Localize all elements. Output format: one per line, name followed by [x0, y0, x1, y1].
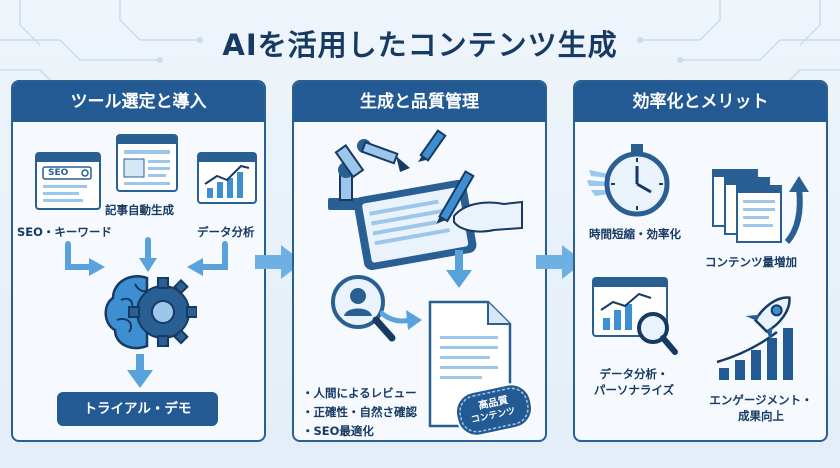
time-label: 時間短縮・効率化: [589, 227, 681, 241]
auto-article-label: 記事自動生成: [105, 203, 174, 217]
data-personalize-label-2: パーソナライズ: [593, 383, 675, 397]
trial-demo-button[interactable]: トライアル・デモ: [57, 392, 218, 426]
flow-arrows: [65, 237, 228, 276]
bullet-item: ・人間によるレビュー: [302, 386, 417, 400]
bullet-item: ・SEO最適化: [302, 424, 374, 438]
tablet-icon: [353, 179, 477, 270]
hand-stylus-icon: [436, 170, 523, 233]
panel-tool-selection: ツール選定と導入 SEO: [11, 80, 266, 442]
data-personalize-label-1: データ分析・: [599, 367, 669, 381]
panel-heading: 生成と品質管理: [294, 82, 545, 122]
stacked-documents-icon: [712, 169, 809, 244]
volume-label: コンテンツ量増加: [705, 255, 797, 269]
panel-generation: 生成と品質管理: [292, 80, 547, 442]
analytics-search-icon: [592, 277, 678, 355]
rocket-growth-icon: [716, 296, 793, 380]
engagement-label-1: エンゲージメント・: [709, 393, 813, 407]
seo-browser-icon: [35, 152, 101, 210]
review-bullet-list: ・人間によるレビュー ・正確性・自然さ確認 ・SEO最適化: [302, 384, 417, 440]
panel-heading: 効率化とメリット: [575, 82, 826, 122]
reviewer-search-icon: [331, 275, 396, 342]
chart-browser-icon: [197, 152, 257, 204]
seo-box-label: SEO: [48, 168, 69, 178]
stopwatch-icon: [587, 144, 670, 217]
right-arrow-icon: [380, 310, 422, 330]
brain-gear-icon: [104, 275, 197, 350]
panel-heading: ツール選定と導入: [13, 82, 264, 122]
page-title: AIを活用したコンテンツ生成: [222, 28, 618, 62]
pen-icon: [418, 129, 447, 162]
article-browser-icon: [116, 134, 178, 192]
data-analysis-label: データ分析: [197, 225, 255, 239]
panel-merits: 効率化とメリット 時間短縮・効率化: [573, 80, 828, 442]
down-arrow-icon: [127, 354, 153, 388]
seo-keyword-label: SEO・キーワード: [17, 225, 112, 239]
down-arrow-icon: [446, 250, 472, 288]
quality-stamp-icon: [454, 383, 534, 437]
bullet-item: ・正確性・自然さ確認: [302, 405, 417, 419]
engagement-label-2: 成果向上: [738, 409, 784, 423]
